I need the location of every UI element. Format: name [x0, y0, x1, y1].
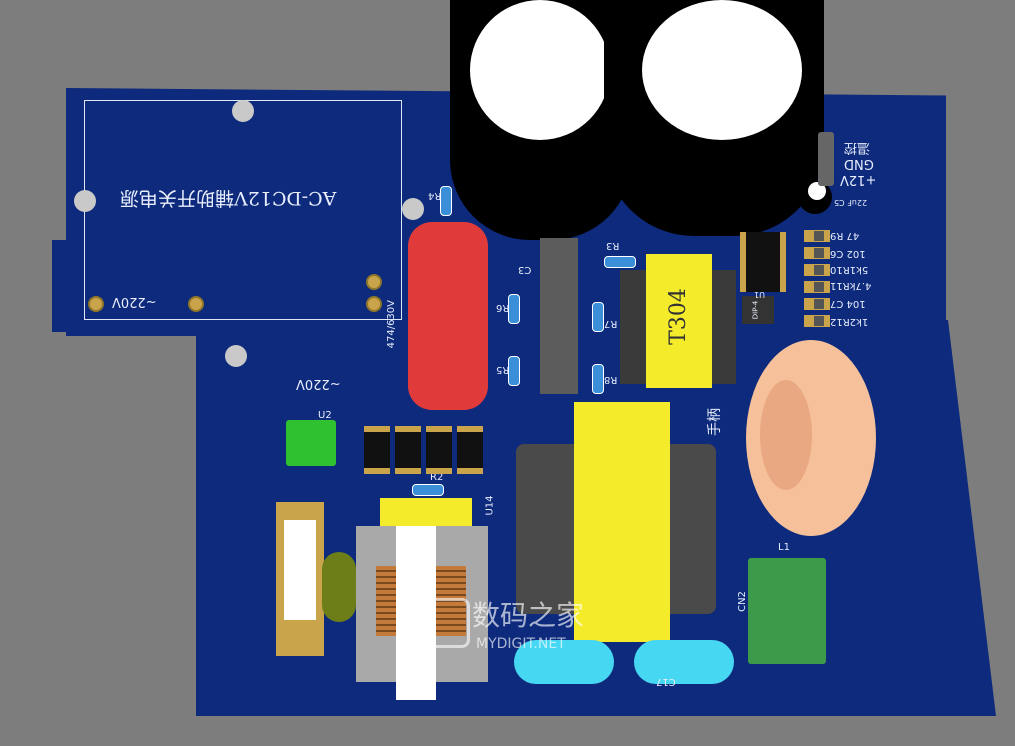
l1-label: L1	[778, 542, 790, 553]
pin-header	[818, 132, 834, 186]
c6-label: 102 C6	[830, 248, 866, 259]
u2-label: U2	[318, 410, 332, 421]
c5-label: 22uF C5	[834, 198, 868, 207]
t304-label: T304	[665, 288, 691, 345]
mosfet	[540, 238, 578, 394]
y-capacitor	[514, 640, 614, 684]
connector-cn2	[748, 558, 826, 664]
smd-diode	[364, 426, 390, 474]
u1-label: U1	[754, 290, 765, 299]
chip-c6	[804, 247, 830, 259]
varistor	[322, 552, 356, 622]
c3-label: C3	[518, 264, 532, 275]
watermark-cn: 数码之家	[472, 599, 585, 632]
pad	[366, 296, 382, 312]
ac-label: ~220V	[296, 376, 341, 391]
mount-hole	[225, 345, 247, 367]
c17-label: C17	[656, 676, 676, 687]
optocoupler	[742, 296, 774, 324]
r10-label: 5k1R10	[830, 264, 869, 275]
watermark-en: MYDIGIT.NET	[476, 636, 566, 652]
chip-r10	[804, 264, 830, 276]
chip-c7	[804, 298, 830, 310]
small-capacitor-top	[808, 182, 826, 200]
terminal-block-u2	[286, 420, 336, 466]
chip-r11	[804, 281, 830, 293]
pad	[88, 296, 104, 312]
transformer-bobbin	[646, 254, 712, 388]
yellow-cap	[380, 498, 472, 526]
r8-label: R8	[604, 374, 618, 385]
r9-label: 47 R9	[830, 230, 860, 241]
main-transformer-bobbin	[574, 402, 670, 642]
cn2-label: CN2	[736, 591, 748, 612]
smd-diode	[395, 426, 421, 474]
toroid-hole	[760, 380, 812, 490]
resistor-r3	[604, 256, 636, 268]
r11-label: 4.7kR11	[830, 280, 872, 291]
y-capacitor	[634, 640, 734, 684]
r2-label: R2	[430, 472, 444, 483]
chip-r12	[804, 315, 830, 327]
film-capacitor	[408, 222, 488, 410]
r3-label: R3	[606, 240, 620, 251]
resistor-r8	[592, 364, 604, 394]
ac-label-top: ~220V	[112, 294, 157, 309]
r7-label: R7	[604, 318, 618, 329]
gnd-label: GND	[844, 156, 874, 171]
r12-label: 1k2R12	[830, 316, 869, 327]
u14-label: U14	[484, 495, 496, 516]
smd-diode	[457, 426, 483, 474]
module-title: AC-DC12V辅助开关电源	[120, 187, 337, 209]
choke-bar	[396, 512, 436, 700]
fuse-glass	[284, 520, 316, 620]
mount-hole	[74, 190, 96, 212]
chip-r9	[804, 230, 830, 242]
r4-label: R4	[428, 190, 442, 201]
r5-label: R5	[496, 364, 510, 375]
resistor-r7	[592, 302, 604, 332]
resistor-r2	[412, 484, 444, 496]
c7-label: 104 C7	[830, 298, 866, 309]
watermark-logo-icon	[418, 598, 470, 648]
handle-label: 手柄	[707, 408, 723, 436]
pcb-board-left	[52, 240, 202, 332]
cap-rating: 474/630V	[386, 300, 397, 349]
dip4-label: DIP-4	[751, 300, 760, 320]
pad	[188, 296, 204, 312]
resistor-r4	[440, 186, 452, 216]
pad	[366, 274, 382, 290]
resistor-r6	[508, 294, 520, 324]
mount-hole	[232, 100, 254, 122]
plus12v-label: +12V	[840, 172, 877, 187]
ic-u1	[740, 232, 786, 292]
capacitor-top	[642, 0, 802, 140]
capacitor-top	[470, 0, 610, 140]
smd-diode	[426, 426, 452, 474]
r6-label: R6	[496, 302, 510, 313]
mount-hole	[402, 198, 424, 220]
resistor-r5	[508, 356, 520, 386]
